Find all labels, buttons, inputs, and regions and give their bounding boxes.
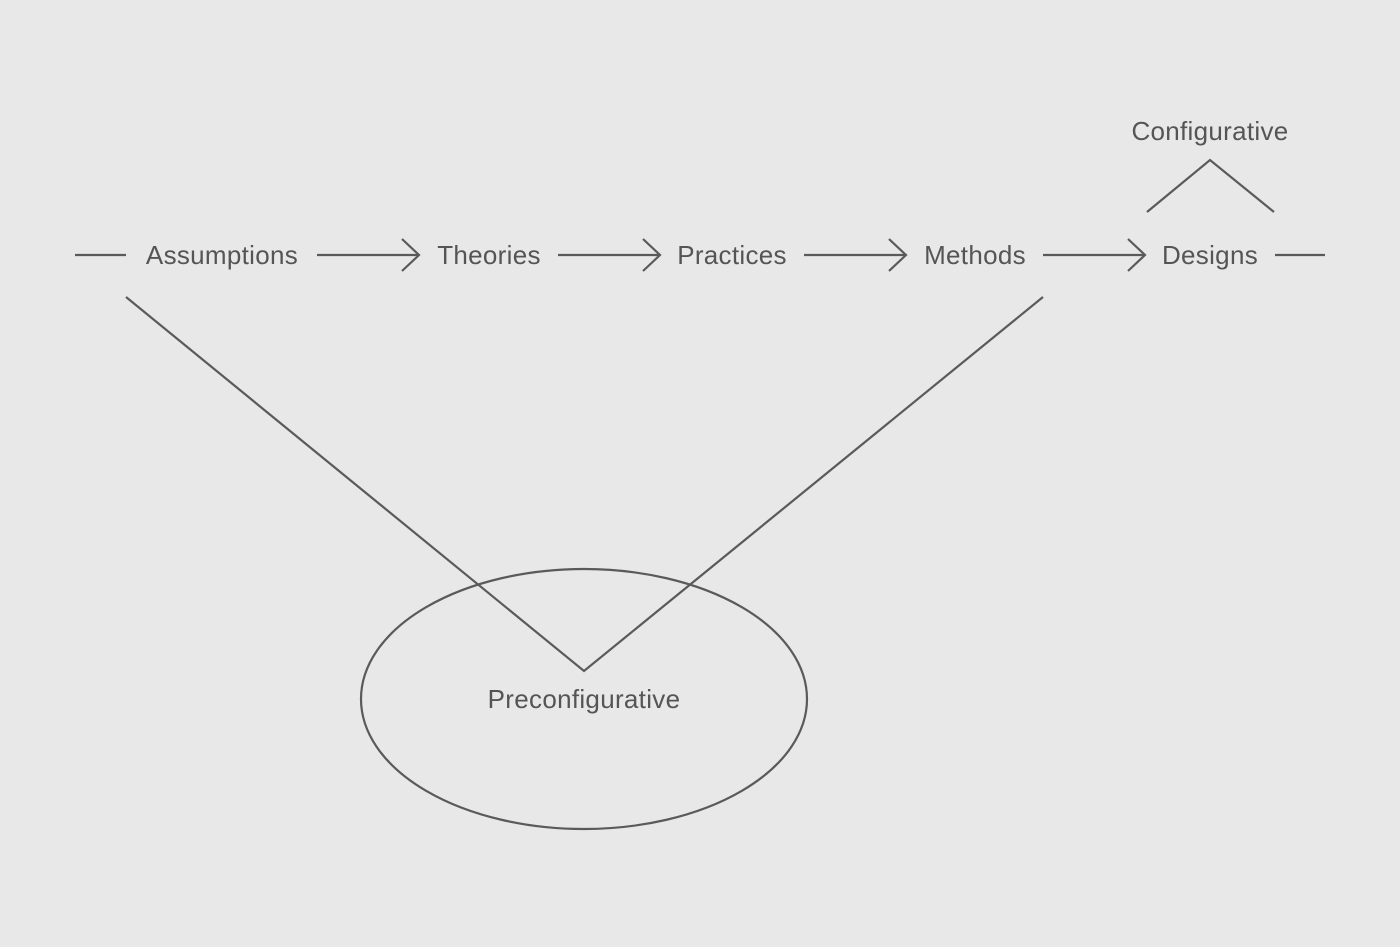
- node-practices: Practices: [677, 240, 787, 270]
- arrow-practices-methods: [804, 238, 908, 272]
- node-designs: Designs: [1162, 240, 1258, 270]
- configurative-caret: [1146, 158, 1275, 213]
- node-assumptions: Assumptions: [146, 240, 298, 270]
- configurative-label: Configurative: [1131, 116, 1288, 146]
- preconfigurative-ellipse: [359, 567, 809, 831]
- node-methods: Methods: [924, 240, 1026, 270]
- arrow-methods-designs: [1043, 238, 1147, 272]
- arrow-assumptions-theories: [317, 238, 421, 272]
- preconfigurative-label: Preconfigurative: [488, 684, 681, 714]
- arrow-theories-practices: [558, 238, 662, 272]
- node-theories: Theories: [437, 240, 541, 270]
- preconfigurative-bracket: [125, 296, 1044, 673]
